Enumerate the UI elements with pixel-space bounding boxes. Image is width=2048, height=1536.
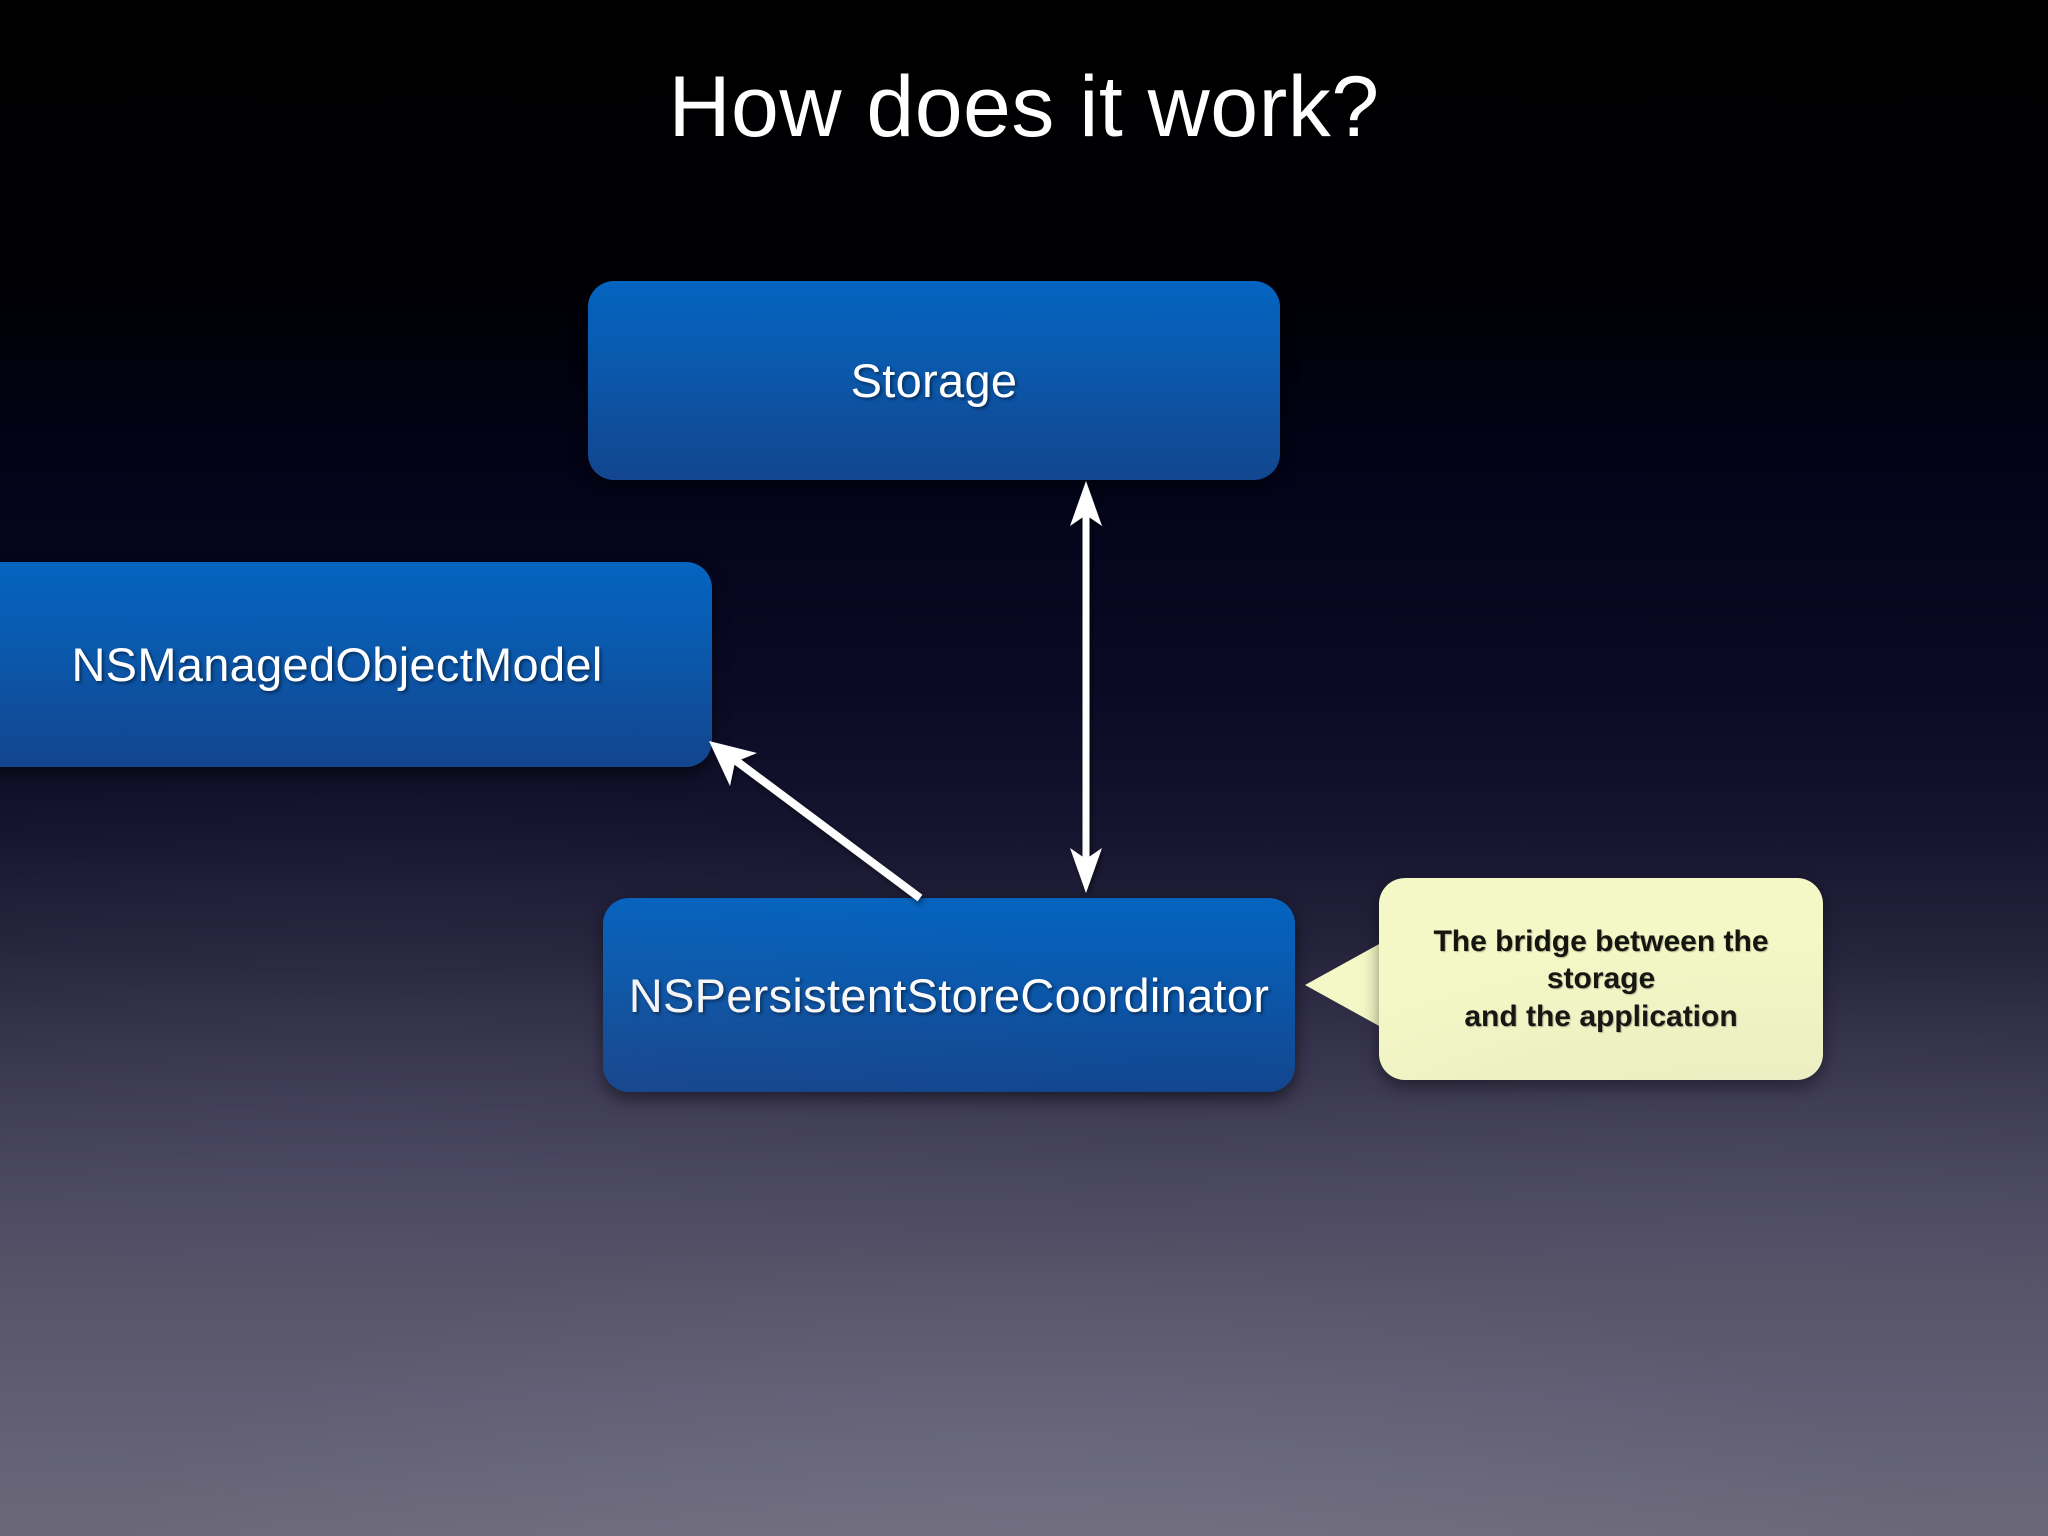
- node-managed-object-model-label: NSManagedObjectModel: [71, 638, 603, 691]
- callout-text: The bridge between the storage and the a…: [1405, 923, 1797, 1036]
- node-persistent-store-coordinator[interactable]: NSPersistentStoreCoordinator: [603, 898, 1295, 1092]
- connector-coordinator-to-model-icon: [709, 741, 923, 902]
- connector-storage-to-coordinator-icon: [1070, 481, 1102, 893]
- callout-bubble: The bridge between the storage and the a…: [1379, 878, 1823, 1080]
- page-title: How does it work?: [668, 59, 1380, 155]
- node-storage[interactable]: Storage: [588, 281, 1280, 480]
- node-storage-label: Storage: [850, 354, 1018, 407]
- callout-tail-icon: [1305, 943, 1381, 1027]
- callout-line-2: and the application: [1464, 999, 1738, 1033]
- node-managed-object-model[interactable]: NSManagedObjectModel: [0, 562, 712, 767]
- callout-line-1: The bridge between the storage: [1433, 924, 1769, 996]
- node-persistent-store-coordinator-label: NSPersistentStoreCoordinator: [628, 968, 1270, 1022]
